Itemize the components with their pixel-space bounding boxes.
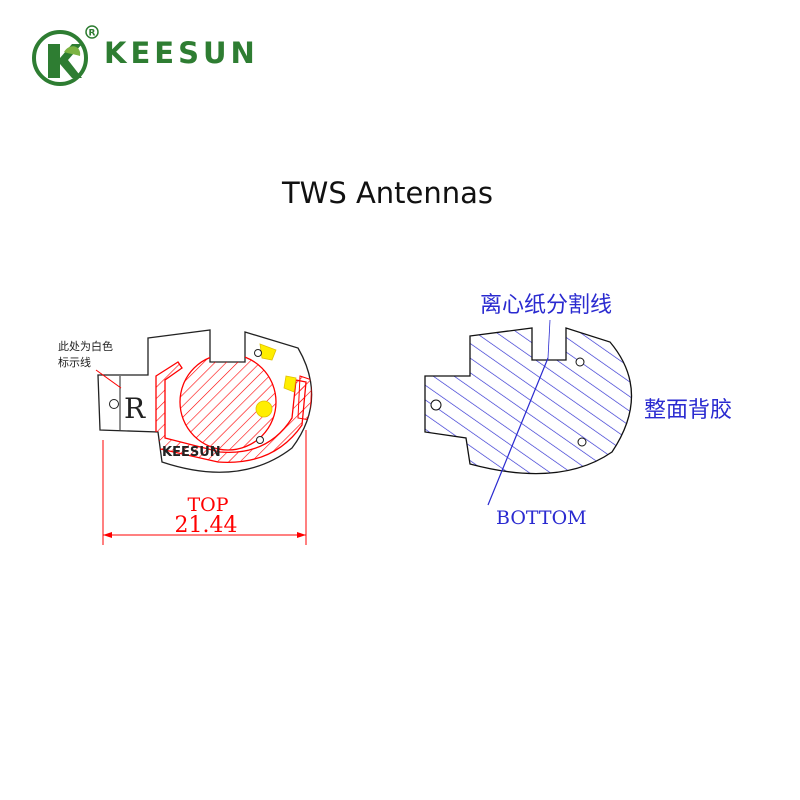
dim-arrow-left [103,532,112,538]
top-mount-hole-upper [254,349,262,357]
annotation-line-1: 此处为白色 [58,339,113,353]
keesun-logo-icon: R [32,25,99,86]
dim-arrow-right [297,532,306,538]
bottom-mount-hole-lower [577,437,587,447]
bottom-label: BOTTOM [496,507,587,529]
bottom-view-outline [424,327,633,475]
dimension-value: 21.44 [175,513,238,538]
registered-mark: R [89,29,96,39]
contact-pad-3 [255,400,273,418]
full-adhesive-label: 整面背胶 [644,398,732,423]
release-paper-leader [547,319,551,359]
antenna-trace [155,361,307,464]
top-label: TOP [187,494,228,516]
contact-pad-2 [283,375,297,393]
r-marking: R [124,392,146,425]
bottom-view: 离心纸分割线 整面背胶 BOTTOM [424,293,732,529]
page-title: TWS Antennas [281,176,494,210]
part-marking: KEESUN [162,445,221,460]
release-paper-label: 离心纸分割线 [480,293,612,318]
annotation-leader [95,369,122,389]
bottom-mount-hole-left [430,399,442,411]
release-paper-split-line [487,357,549,506]
top-view: R KEESUN 此处为白色 标示线 TOP 21.44 [58,329,313,545]
top-mount-hole-lower [256,436,264,444]
bottom-mount-hole-upper [575,357,585,367]
annotation-line-2: 标示线 [58,355,91,369]
brand-name: KEESUN [104,36,259,70]
top-mount-hole-left [109,399,119,409]
